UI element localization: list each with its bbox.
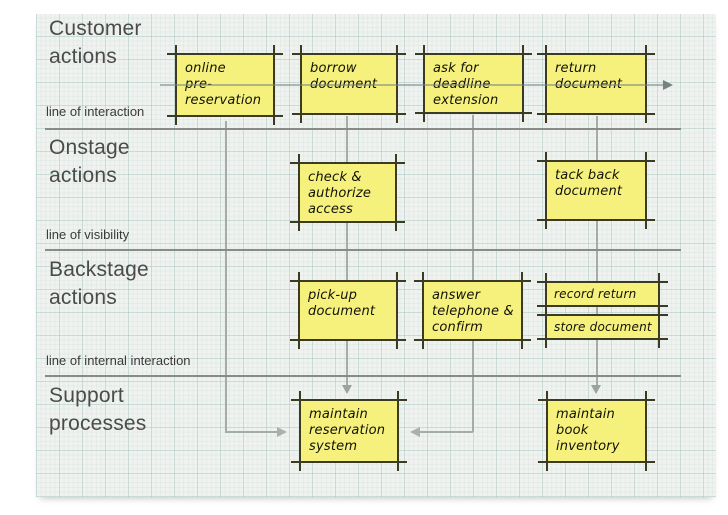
lane-label-support-processes: Support processes (49, 384, 147, 435)
arrowhead-left-icon (410, 427, 420, 437)
note-record-return: record return (545, 273, 660, 315)
separator-line-of-internal-interaction (45, 375, 681, 377)
separator-label-line-of-internal-interaction: line of internal interaction (46, 353, 191, 368)
note-text: check & authorize access (298, 162, 397, 222)
note-text: online pre- reservation (175, 53, 275, 113)
note-text: maintain book inventory (546, 399, 647, 459)
lane-label-customer-actions: Customer actions (49, 17, 142, 68)
note-text: maintain reservation system (299, 399, 399, 459)
connector-deadline-to-support-elbow (420, 431, 473, 433)
note-text: store document (545, 314, 660, 338)
note-tack-back-document: tack back document (545, 152, 647, 229)
note-answer-telephone-confirm: answer telephone & confirm (422, 272, 523, 349)
separator-label-line-of-interaction: line of interaction (46, 104, 145, 119)
note-pick-up-document: pick-up document (298, 272, 398, 349)
arrowhead-down-icon (342, 385, 352, 394)
note-maintain-book-inventory: maintain book inventory (546, 391, 647, 471)
arrowhead-right-icon (277, 427, 287, 437)
connector-return-column (596, 116, 598, 386)
connector-borrow-column (346, 116, 348, 386)
note-text: return document (545, 53, 647, 97)
connector-online-reservation-to-support (225, 121, 227, 432)
separator-line-of-visibility (45, 249, 681, 251)
note-maintain-reservation-system: maintain reservation system (299, 391, 399, 471)
note-text: tack back document (545, 160, 647, 204)
arrowhead-down-icon (591, 385, 601, 394)
note-text: answer telephone & confirm (422, 280, 523, 340)
note-store-document: store document (545, 306, 660, 348)
connector-online-reservation-to-support-elbow (225, 431, 277, 433)
note-text: record return (545, 281, 660, 305)
lane-label-backstage-actions: Backstage actions (49, 258, 149, 309)
connector-deadline-column (472, 115, 474, 432)
lane-label-onstage-actions: Onstage actions (49, 136, 130, 187)
note-check-authorize-access: check & authorize access (298, 154, 397, 231)
note-text: pick-up document (298, 280, 398, 324)
separator-line-of-interaction (45, 128, 681, 130)
arrowhead-right-icon (663, 80, 673, 90)
separator-label-line-of-visibility: line of visibility (46, 227, 130, 242)
note-text: ask for deadline extension (423, 53, 524, 113)
note-text: borrow document (300, 53, 398, 97)
connector-customer-flow (160, 84, 663, 86)
